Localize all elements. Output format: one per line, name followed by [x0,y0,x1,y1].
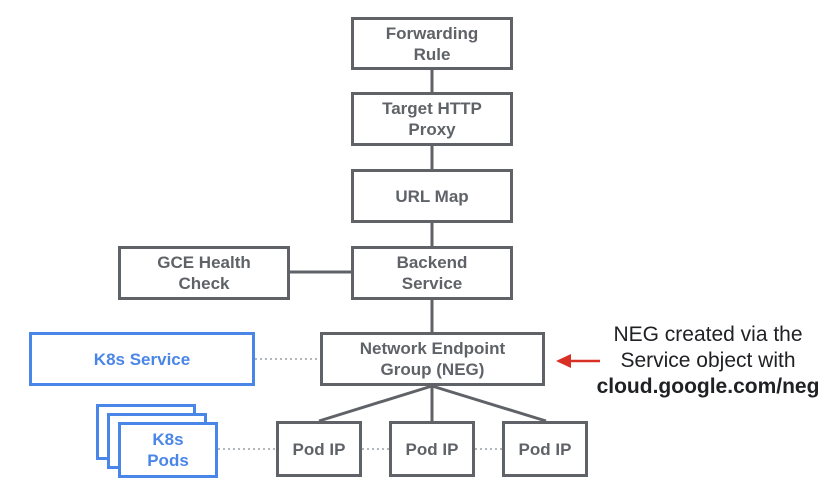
forwarding-rule-node: Forwarding Rule [351,17,513,70]
annotation-line-2: Service object with [620,349,796,372]
target-http-proxy-node: Target HTTP Proxy [351,92,513,146]
neg-annotation: NEG created via the Service object with … [583,322,833,400]
annotation-line-3: cloud.google.com/neg [596,375,820,398]
gce-health-check-node: GCE Health Check [118,246,290,300]
pod-ip-node-1: Pod IP [276,421,362,477]
pod-ip-node-2: Pod IP [389,421,475,477]
k8s-service-node: K8s Service [29,332,255,386]
annotation-line-1: NEG created via the [613,323,803,346]
backend-service-node: Backend Service [351,246,513,300]
pod-ip-node-3: Pod IP [502,421,588,477]
k8s-pods-node: K8s Pods [118,422,218,478]
neg-node: Network Endpoint Group (NEG) [320,332,545,386]
url-map-node: URL Map [351,169,513,223]
red-arrow-icon [556,354,600,368]
